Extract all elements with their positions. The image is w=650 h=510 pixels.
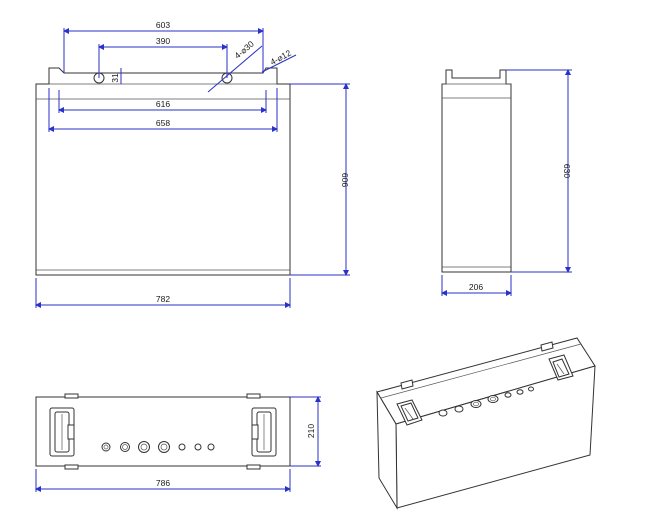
handle-right — [251, 407, 277, 457]
handle-left — [49, 407, 75, 457]
isometric-view — [376, 337, 596, 510]
iso-left-face — [376, 390, 398, 510]
dim-786-label: 786 — [156, 478, 170, 488]
dim-hole-large-label: 4-⌀30 — [232, 39, 256, 61]
dim-782-label: 782 — [156, 294, 170, 304]
iso-connector-row — [438, 386, 534, 417]
dim-390-label: 390 — [156, 36, 170, 46]
connector-row — [101, 441, 215, 453]
iso-handle-right — [548, 354, 574, 381]
dim-658-label: 658 — [156, 118, 170, 128]
dim-630-label: 630 — [562, 164, 572, 178]
iso-handle-left — [396, 399, 423, 426]
top-body-outline — [35, 396, 291, 467]
dim-603-label: 603 — [156, 20, 170, 30]
dim-hole-small-label: 4-⌀12 — [268, 48, 292, 67]
dim-616-label: 616 — [156, 99, 170, 109]
side-view: 630 206 — [441, 69, 572, 296]
dim-206-label: 206 — [469, 282, 483, 292]
dim-31-label: 31 — [110, 73, 120, 83]
dim-210-label: 210 — [306, 424, 316, 438]
top-view: 210 786 — [35, 393, 321, 492]
front-view: 603 390 31 4-⌀30 4-⌀12 616 658 606 7 — [35, 20, 350, 308]
side-body-outline — [441, 69, 512, 273]
dim-606-label: 606 — [340, 173, 350, 187]
